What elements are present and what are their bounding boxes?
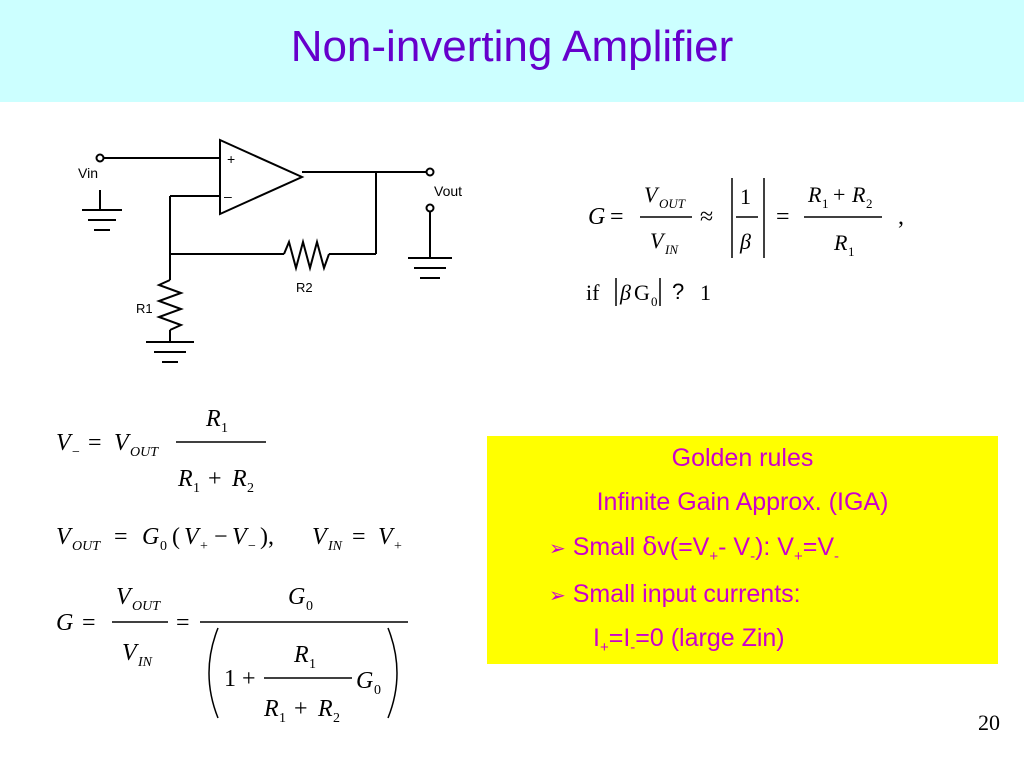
svg-text:=: = xyxy=(88,430,102,456)
svg-text:=: = xyxy=(352,524,366,550)
svg-text:G: G xyxy=(288,584,305,610)
svg-text:R: R xyxy=(263,696,279,722)
r2-label: R2 xyxy=(296,280,313,295)
golden-rule-input-currents: ➢ Small input currents: xyxy=(549,580,801,608)
svg-text:V: V xyxy=(184,524,201,550)
svg-text:+: + xyxy=(294,696,308,722)
svg-text:V: V xyxy=(232,524,249,550)
opamp-minus-label: – xyxy=(224,188,232,204)
svg-text:=: = xyxy=(610,204,624,230)
svg-text:IN: IN xyxy=(327,539,343,554)
page-number: 20 xyxy=(978,710,1000,735)
svg-text:0: 0 xyxy=(160,539,167,554)
golden-rules-subtitle: Infinite Gain Approx. (IGA) xyxy=(596,488,889,516)
svg-text:R: R xyxy=(833,230,848,255)
svg-text:β: β xyxy=(739,229,751,254)
vin-terminal xyxy=(95,153,105,163)
vin-label: Vin xyxy=(78,165,98,181)
title-band xyxy=(0,0,1024,102)
svg-text:1: 1 xyxy=(193,481,200,496)
svg-text:G: G xyxy=(356,668,373,694)
svg-text:R: R xyxy=(205,406,221,432)
svg-text:),: ), xyxy=(260,524,274,550)
svg-text:=: = xyxy=(776,204,790,230)
svg-text:V: V xyxy=(650,228,666,253)
condition-if: if xyxy=(586,280,600,305)
svg-text:V: V xyxy=(56,524,73,550)
svg-text:+: + xyxy=(394,539,402,554)
r1-label: R1 xyxy=(136,301,153,316)
svg-text:R: R xyxy=(177,466,193,492)
svg-text:V: V xyxy=(56,430,73,456)
svg-text:≈: ≈ xyxy=(700,204,713,230)
svg-text:2: 2 xyxy=(866,196,873,211)
svg-text:1: 1 xyxy=(740,184,751,209)
svg-text:+: + xyxy=(200,539,208,554)
r2-resistor xyxy=(283,238,330,272)
svg-text:−: − xyxy=(214,524,228,550)
svg-text:V: V xyxy=(378,524,395,550)
svg-text:(: ( xyxy=(172,524,180,550)
golden-rule-small-dv: ➢ Small δv(=V+- V-): V+=V- xyxy=(549,532,840,565)
condition-symbol: ? xyxy=(672,279,684,304)
svg-text:OUT: OUT xyxy=(130,445,159,460)
svg-text:0: 0 xyxy=(651,294,658,309)
bullet-arrow-icon: ➢ xyxy=(549,538,566,560)
condition-value: 1 xyxy=(700,280,711,305)
r1-resistor xyxy=(156,279,184,331)
svg-text:OUT: OUT xyxy=(72,539,101,554)
svg-text:OUT: OUT xyxy=(659,196,686,211)
svg-text:R: R xyxy=(807,182,822,207)
svg-text:G: G xyxy=(588,204,605,230)
golden-rule-zero-current: I+=I-=0 (large Zin) xyxy=(593,624,785,656)
svg-text:G: G xyxy=(634,280,650,305)
svg-text:1: 1 xyxy=(221,421,228,436)
opamp-plus-label: + xyxy=(227,151,235,167)
svg-text:OUT: OUT xyxy=(132,599,161,614)
svg-text:IN: IN xyxy=(137,655,153,670)
svg-text:V: V xyxy=(116,584,133,610)
circuit-diagram: + – Vin Vout R2 R1 xyxy=(78,138,462,363)
golden-rules-box: Golden rules Infinite Gain Approx. (IGA)… xyxy=(487,436,998,664)
svg-text:R: R xyxy=(317,696,333,722)
svg-text:=: = xyxy=(176,610,190,636)
slide-title: Non-inverting Amplifier xyxy=(290,22,734,71)
svg-text:G: G xyxy=(56,610,73,636)
svg-text:V: V xyxy=(312,524,329,550)
vout-terminal xyxy=(425,167,435,177)
vout-label: Vout xyxy=(434,183,462,199)
svg-text:β: β xyxy=(619,280,631,305)
opamp-symbol xyxy=(219,138,305,216)
svg-text:1: 1 xyxy=(279,711,286,726)
golden-rules-title: Golden rules xyxy=(671,444,814,472)
svg-text:V: V xyxy=(644,182,660,207)
svg-text:−: − xyxy=(72,445,80,460)
svg-text:G: G xyxy=(142,524,159,550)
svg-text:R: R xyxy=(851,182,866,207)
svg-text:1: 1 xyxy=(309,657,316,672)
svg-text:+: + xyxy=(242,666,256,692)
svg-text:1: 1 xyxy=(822,196,829,211)
svg-text:V: V xyxy=(114,430,131,456)
svg-text:0: 0 xyxy=(374,683,381,698)
svg-text:V: V xyxy=(122,640,139,666)
svg-text:2: 2 xyxy=(247,481,254,496)
svg-text:R: R xyxy=(231,466,247,492)
svg-text:+: + xyxy=(833,182,845,207)
bullet-arrow-icon: ➢ xyxy=(549,585,566,607)
svg-text:=: = xyxy=(82,610,96,636)
svg-text:IN: IN xyxy=(664,242,679,257)
svg-text:2: 2 xyxy=(333,711,340,726)
svg-text:0: 0 xyxy=(306,599,313,614)
svg-text:R: R xyxy=(293,642,309,668)
svg-text:1: 1 xyxy=(848,244,855,259)
svg-text:−: − xyxy=(248,539,256,554)
svg-text:1: 1 xyxy=(224,666,236,692)
svg-text:=: = xyxy=(114,524,128,550)
svg-text:,: , xyxy=(898,204,904,230)
svg-text:+: + xyxy=(208,466,222,492)
